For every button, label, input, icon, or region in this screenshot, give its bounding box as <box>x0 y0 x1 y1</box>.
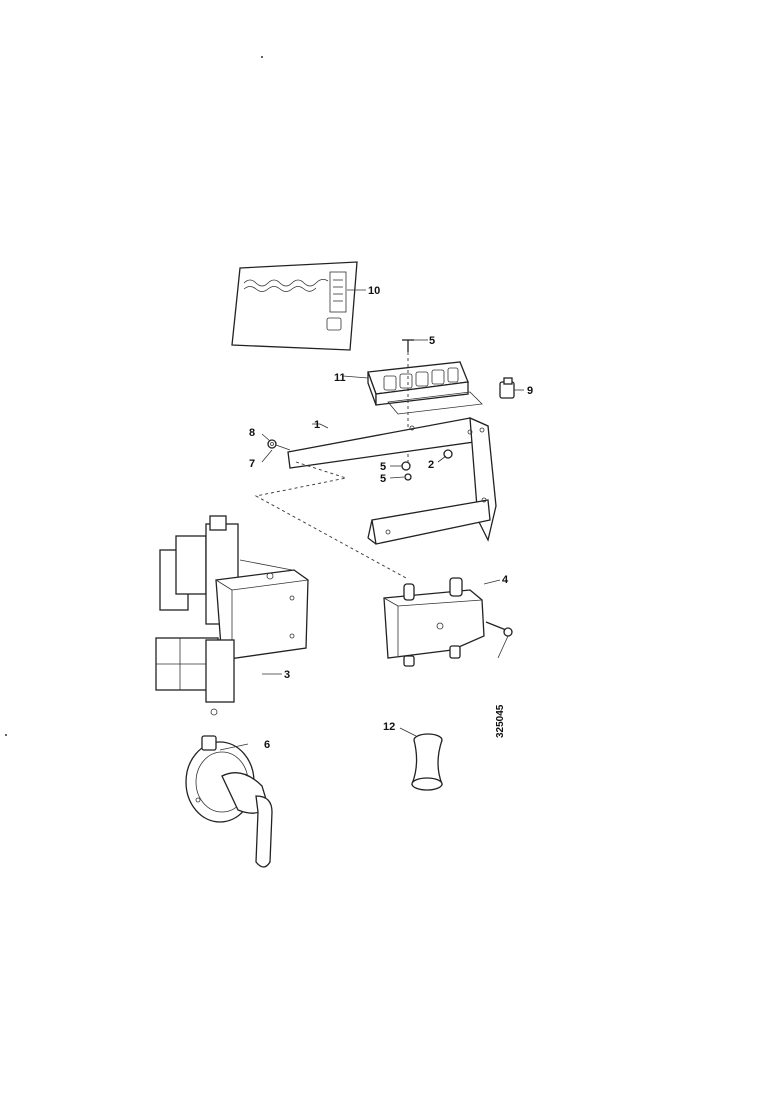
label-plate-drawing <box>231 261 366 351</box>
connector-drawing <box>499 377 524 399</box>
washer-nut-drawing <box>261 433 291 463</box>
callout-label-plate: 10 <box>368 285 380 297</box>
valve-block-drawing <box>383 577 513 667</box>
callout-terminal-block: 11 <box>334 372 346 384</box>
callout-mounting-bracket: 1 <box>314 419 320 431</box>
mounting-bracket-drawing <box>287 416 497 545</box>
rotary-switch-drawing <box>185 735 273 868</box>
callout-screw-top: 5 <box>429 335 435 347</box>
small-hardware-drawing <box>389 449 453 481</box>
callout-nut: 7 <box>249 458 255 470</box>
cable-grommet-drawing <box>399 727 443 791</box>
callout-washer-mid: 5 <box>380 461 386 473</box>
callout-screw: 2 <box>428 459 434 471</box>
terminal-block-drawing <box>342 361 483 415</box>
callout-valve-block: 4 <box>502 574 509 586</box>
callout-screw-mid: 5 <box>380 473 386 485</box>
callout-cable-grommet: 12 <box>383 721 395 733</box>
callout-connector: 9 <box>527 385 533 397</box>
callout-rotary-switch: 6 <box>264 739 270 751</box>
relay-block-drawing <box>155 515 309 716</box>
callout-washer: 8 <box>249 427 255 439</box>
callout-relay-block: 3 <box>284 669 290 681</box>
document-number: 325045 <box>495 704 506 738</box>
